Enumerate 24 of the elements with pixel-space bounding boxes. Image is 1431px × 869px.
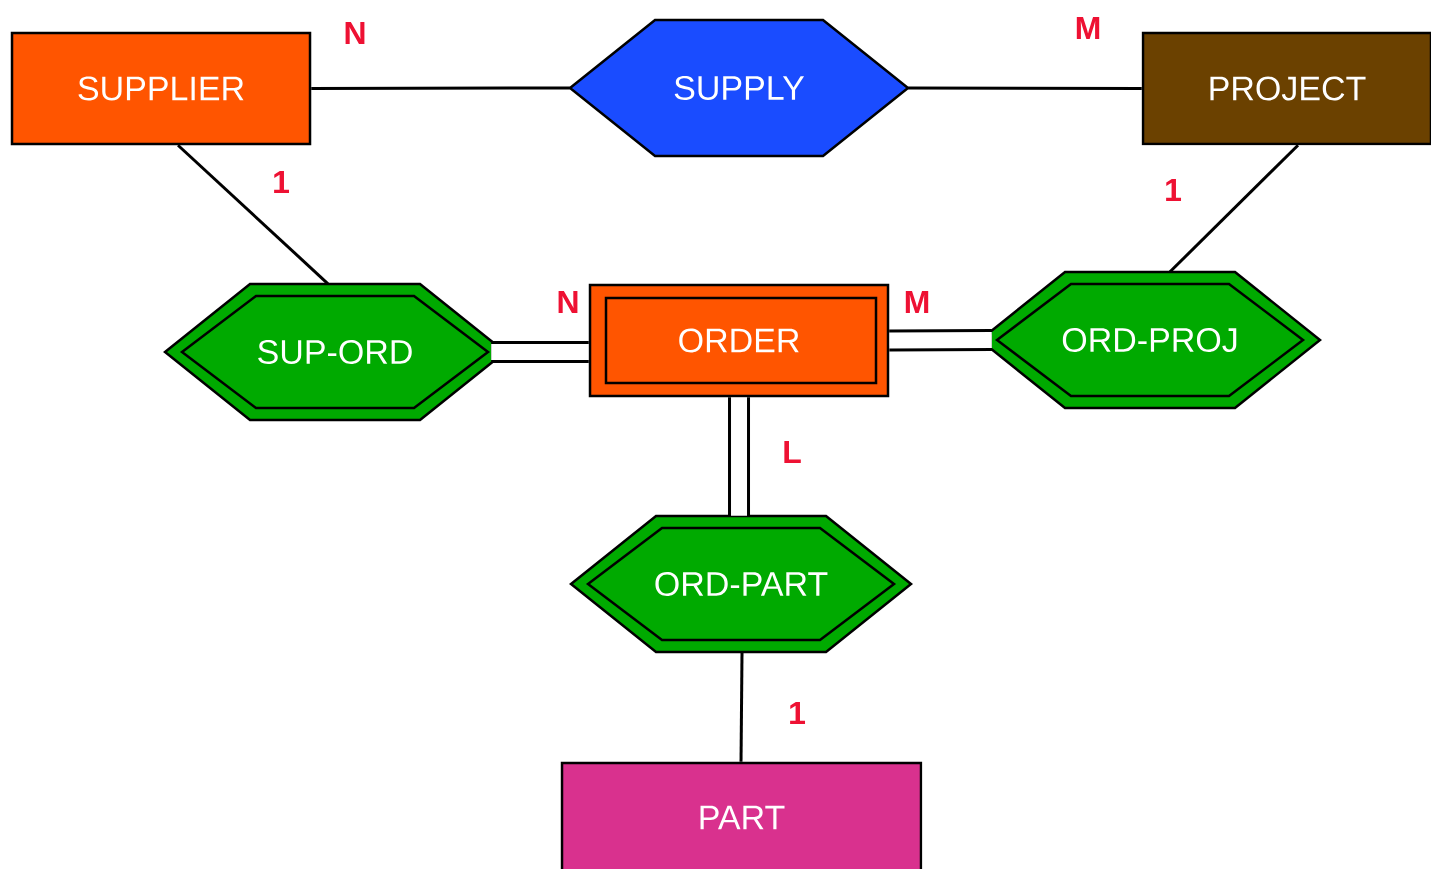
entity-box: PART [560,761,923,869]
entity-box: SUPPLIER [10,31,312,146]
identifying-relationship-hexagon: ORD-PART [569,514,913,654]
cardinality-label: N [342,21,368,45]
connector-line [728,397,750,516]
identifying-relationship-hexagon: SUP-ORD [163,282,507,422]
cardinality-label: M [902,290,932,314]
relationship-hexagon: SUPPLY [568,18,910,158]
weak-entity-box: ORDER [588,283,890,398]
connector-line [739,652,744,762]
connector-line [1168,144,1300,273]
cardinality-label: 1 [787,701,807,725]
connector-line [311,86,570,90]
cardinality-label: 1 [1163,178,1183,202]
cardinality-label: 1 [271,170,291,194]
cardinality-label: M [1073,16,1103,40]
connector-line [491,341,589,363]
connector-line [177,144,330,285]
connector-line [889,329,992,352]
connector-line [908,86,1142,90]
cardinality-label: L [781,440,803,464]
cardinality-label: N [555,290,581,314]
entity-box: PROJECT [1141,31,1431,146]
identifying-relationship-hexagon: ORD-PROJ [978,270,1322,410]
